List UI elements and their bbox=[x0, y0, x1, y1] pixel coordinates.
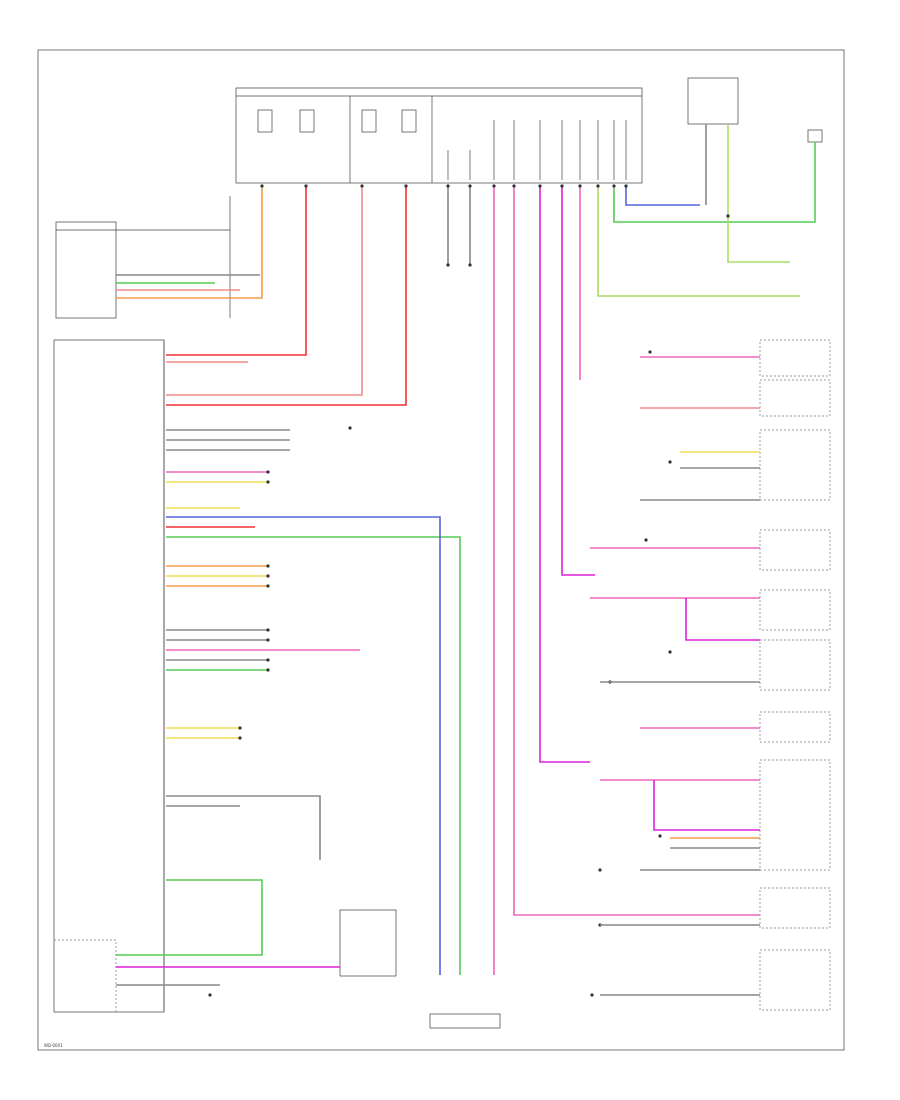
instrument-cluster-block bbox=[53, 339, 165, 1013]
lower-left-switch-box bbox=[53, 939, 117, 1013]
wire-pink-bus-2 bbox=[513, 186, 760, 916]
wire-cluster-green-long bbox=[166, 536, 461, 975]
wire-blue-right bbox=[625, 186, 700, 206]
top-right-ground-box bbox=[807, 129, 823, 143]
wire-red-drop-3 bbox=[166, 186, 407, 406]
wire-cluster-gray-g bbox=[166, 795, 321, 860]
right-side-modules bbox=[759, 339, 831, 1011]
wire-cluster-blue-long bbox=[166, 516, 441, 975]
bottom-ground-box bbox=[429, 1013, 501, 1029]
connector-dots bbox=[208, 184, 730, 997]
upper-left-module bbox=[55, 221, 117, 319]
wire-cluster-green-c bbox=[116, 879, 263, 956]
wire-green-right bbox=[613, 142, 816, 223]
wire-magenta-right-7 bbox=[685, 598, 760, 641]
wire-magenta-bus-3 bbox=[539, 186, 590, 763]
bottom-center-module bbox=[339, 909, 397, 977]
wire-red-drop-1 bbox=[166, 186, 307, 356]
wire-lightgreen-right bbox=[597, 186, 800, 297]
wire-magenta-bus-4 bbox=[561, 186, 595, 576]
diagram-frame bbox=[37, 49, 845, 1051]
top-junction-block bbox=[235, 87, 643, 184]
wire-magenta-right-10 bbox=[653, 780, 760, 831]
right-gray-stubs bbox=[600, 499, 760, 926]
top-right-sensor-box bbox=[687, 77, 739, 125]
wire-upper-orange bbox=[116, 186, 263, 299]
wire-salmon-drop-2 bbox=[166, 186, 363, 396]
page-footer-code: WD-0001 bbox=[44, 1043, 63, 1048]
wire-lightgreen-drop bbox=[727, 124, 790, 263]
